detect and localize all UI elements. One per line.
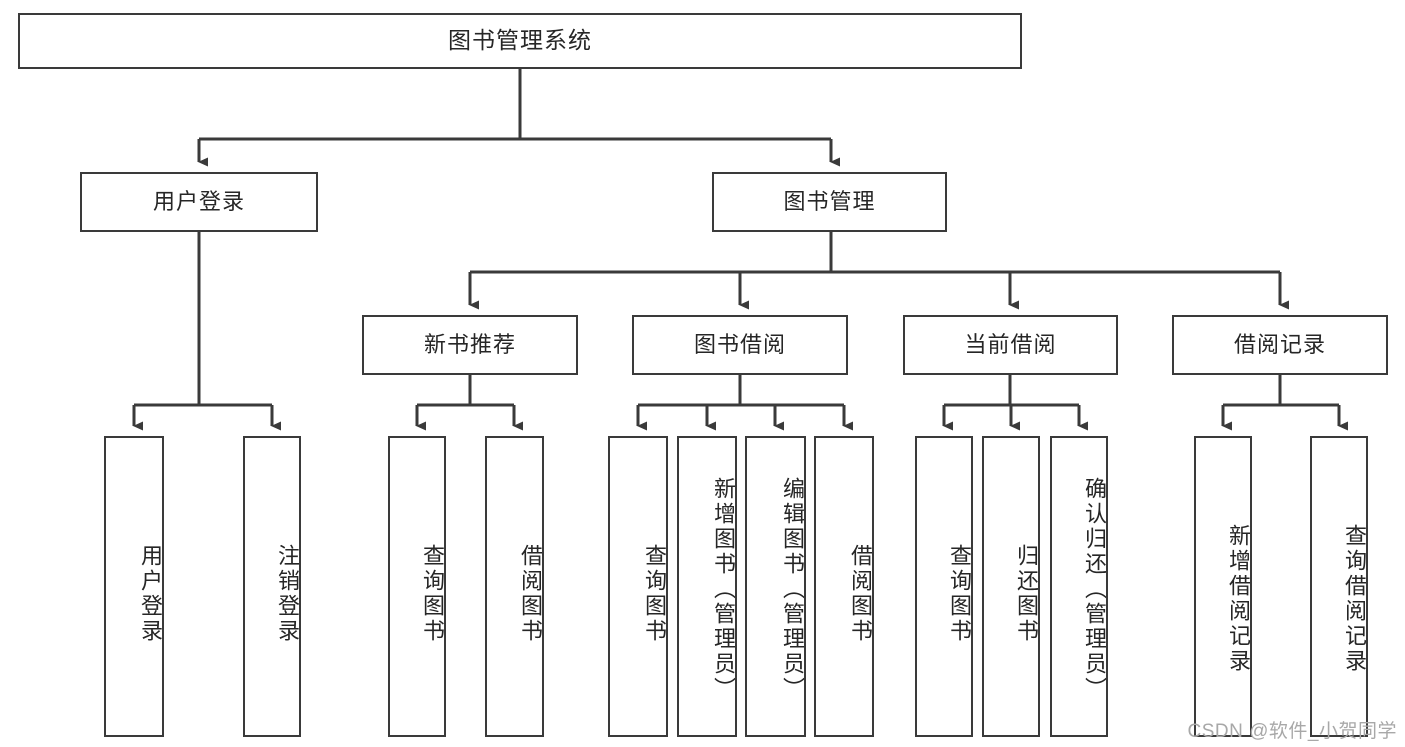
node-borrow-record[interactable]: 借阅记录 — [1172, 315, 1388, 375]
leaf-add-book-admin-label: 新增图书（管理员） — [711, 477, 736, 702]
node-book-management-label: 图书管理 — [783, 188, 876, 214]
leaf-confirm-return-admin[interactable]: 确认归还（管理员） — [1050, 436, 1108, 737]
node-root[interactable]: 图书管理系统 — [18, 13, 1022, 69]
leaf-borrow-book-newbook-label: 借阅图书 — [518, 543, 543, 644]
leaf-confirm-return-admin-label: 确认归还（管理员） — [1082, 477, 1107, 702]
node-root-label: 图书管理系统 — [448, 27, 592, 54]
leaf-add-borrow-record-label: 新增借阅记录 — [1226, 523, 1251, 674]
leaf-query-book-newbook-label: 查询图书 — [420, 543, 445, 644]
csdn-watermark: CSDN @软件_小贺同学 — [1187, 721, 1397, 742]
node-borrow-record-label: 借阅记录 — [1233, 331, 1326, 357]
leaf-query-book-borrow-label: 查询图书 — [642, 543, 667, 644]
leaf-query-borrow-record[interactable]: 查询借阅记录 — [1310, 436, 1368, 737]
leaf-query-borrow-record-label: 查询借阅记录 — [1342, 523, 1367, 674]
node-book-borrow-label: 图书借阅 — [693, 331, 786, 357]
leaf-user-login[interactable]: 用户登录 — [104, 436, 164, 737]
leaf-return-book-label: 归还图书 — [1014, 543, 1039, 644]
leaf-query-book-current-label: 查询图书 — [947, 543, 972, 644]
leaf-logout-label: 注销登录 — [275, 543, 300, 644]
leaf-query-book-borrow[interactable]: 查询图书 — [608, 436, 668, 737]
leaf-return-book[interactable]: 归还图书 — [982, 436, 1040, 737]
leaf-borrow-book-newbook[interactable]: 借阅图书 — [485, 436, 544, 737]
leaf-query-book-newbook[interactable]: 查询图书 — [388, 436, 446, 737]
leaf-user-login-label: 用户登录 — [138, 543, 163, 644]
node-new-book-recommend-label: 新书推荐 — [423, 331, 516, 357]
node-book-management[interactable]: 图书管理 — [712, 172, 947, 232]
leaf-query-book-current[interactable]: 查询图书 — [915, 436, 973, 737]
leaf-logout[interactable]: 注销登录 — [243, 436, 301, 737]
leaf-add-book-admin[interactable]: 新增图书（管理员） — [677, 436, 737, 737]
node-new-book-recommend[interactable]: 新书推荐 — [362, 315, 578, 375]
node-user-login[interactable]: 用户登录 — [80, 172, 318, 232]
leaf-edit-book-admin-label: 编辑图书（管理员） — [780, 477, 805, 702]
node-current-borrow-label: 当前借阅 — [964, 331, 1057, 357]
leaf-borrow-book-borrow[interactable]: 借阅图书 — [814, 436, 874, 737]
node-book-borrow[interactable]: 图书借阅 — [632, 315, 848, 375]
leaf-borrow-book-borrow-label: 借阅图书 — [848, 543, 873, 644]
leaf-edit-book-admin[interactable]: 编辑图书（管理员） — [745, 436, 806, 737]
node-current-borrow[interactable]: 当前借阅 — [903, 315, 1118, 375]
node-user-login-label: 用户登录 — [152, 188, 245, 214]
leaf-add-borrow-record[interactable]: 新增借阅记录 — [1194, 436, 1252, 737]
